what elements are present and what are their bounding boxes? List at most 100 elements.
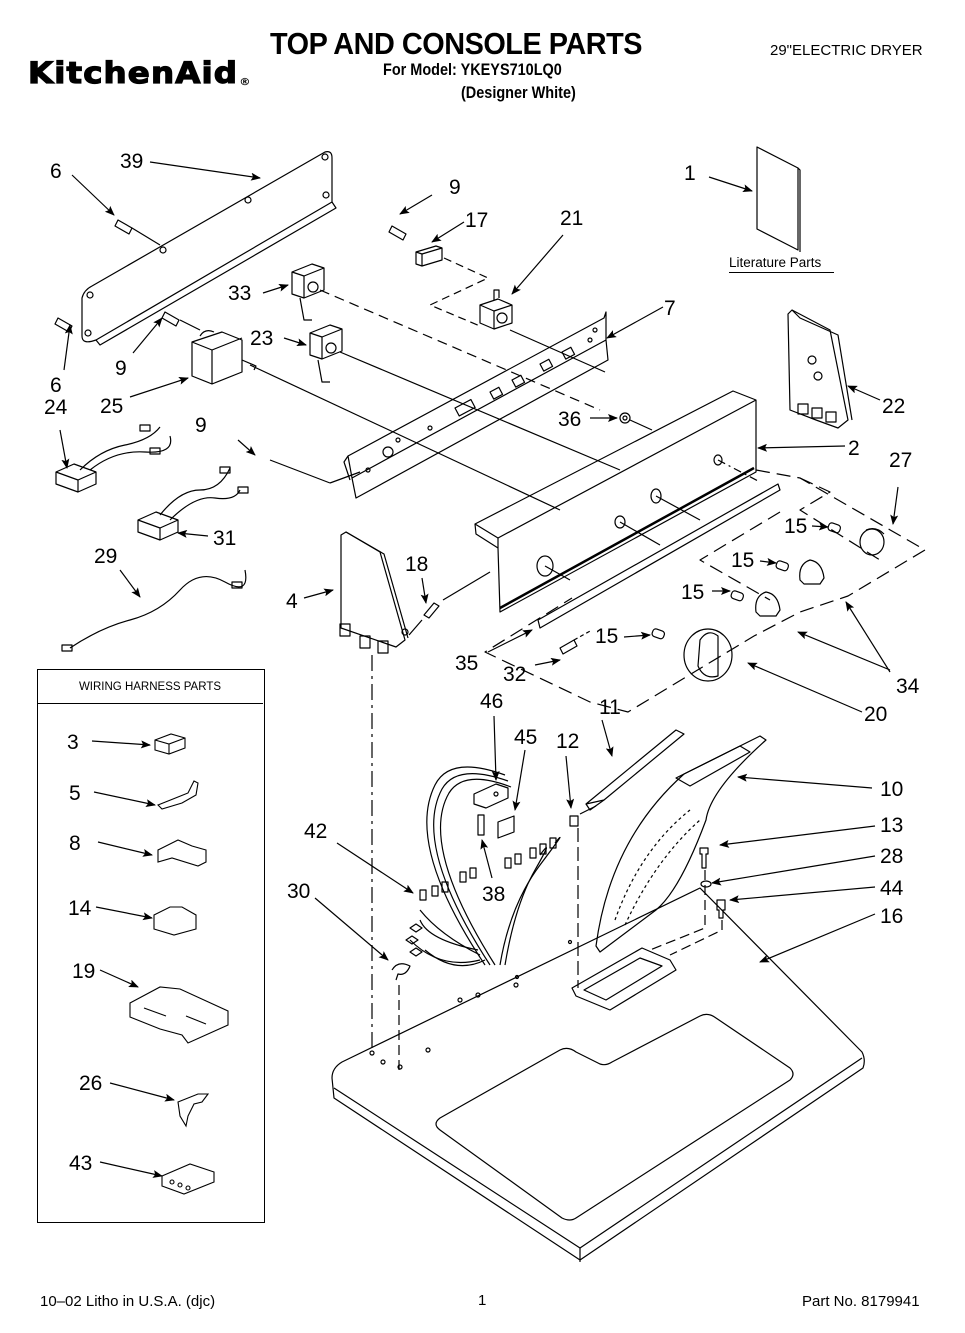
- harness-part-14[interactable]: [153, 906, 197, 936]
- part-36-nut[interactable]: [619, 412, 653, 431]
- part-20-timer-knob[interactable]: [683, 628, 733, 682]
- part-25-timer[interactable]: [191, 330, 257, 385]
- part-15-spring[interactable]: [651, 628, 666, 640]
- harness-part-3[interactable]: [154, 733, 186, 755]
- product-type: 29"ELECTRIC DRYER: [770, 42, 923, 59]
- part-34-knob[interactable]: [799, 559, 825, 585]
- part-9-screw[interactable]: [388, 225, 407, 241]
- harness-part-26[interactable]: [177, 1093, 210, 1128]
- callout-29: 29: [94, 545, 117, 568]
- part-22-end-cap[interactable]: [787, 309, 853, 429]
- callout-39: 39: [120, 150, 143, 173]
- part-18-screw[interactable]: [408, 602, 440, 636]
- callout-33: 33: [228, 282, 251, 305]
- callout-23: 23: [250, 327, 273, 350]
- part-number: Part No. 8179941: [802, 1293, 920, 1310]
- callout-44: 44: [880, 877, 904, 900]
- callout-34: 34: [896, 675, 920, 698]
- harness-callout-3: 3: [67, 731, 79, 754]
- callout-25: 25: [100, 395, 123, 418]
- wiring-harness-box: [37, 669, 265, 1223]
- part-7-console-frame[interactable]: [343, 311, 609, 499]
- callout-32: 32: [503, 663, 526, 686]
- brand-name: KitchenAid: [27, 55, 239, 90]
- literature-parts-label: Literature Parts: [729, 255, 822, 270]
- part-21-switch[interactable]: [479, 289, 513, 330]
- part-32-screw[interactable]: [559, 629, 593, 655]
- callout-15: 15: [681, 581, 704, 604]
- litho-info: 10–02 Litho in U.S.A. (djc): [40, 1293, 216, 1310]
- callout-17: 17: [465, 209, 488, 232]
- callout-21: 21: [560, 207, 583, 230]
- part-46-block[interactable]: [473, 783, 509, 809]
- harness-part-8[interactable]: [157, 839, 207, 867]
- callout-22: 22: [882, 395, 905, 418]
- part-44-plug[interactable]: [716, 899, 726, 919]
- callout-9: 9: [195, 414, 207, 437]
- part-34-knob[interactable]: [755, 591, 781, 617]
- part-35-trim-strip[interactable]: [537, 483, 781, 629]
- page-number: 1: [478, 1292, 487, 1309]
- harness-part-5[interactable]: [157, 780, 199, 810]
- part-12-switch[interactable]: [569, 805, 597, 827]
- part-28-washer[interactable]: [700, 880, 712, 888]
- knob-assembly-group: [484, 469, 926, 713]
- part-15-spring[interactable]: [827, 522, 842, 534]
- part-10-lint-screen[interactable]: [595, 735, 767, 953]
- callout-9: 9: [449, 176, 461, 199]
- part-15-spring[interactable]: [730, 590, 745, 602]
- part-2-console-panel[interactable]: [474, 390, 761, 613]
- part-30-clip[interactable]: [391, 963, 411, 981]
- assembly-line: [442, 571, 491, 601]
- model-variant: (Designer White): [461, 83, 576, 102]
- callout-13: 13: [880, 814, 903, 837]
- harness-callout-19: 19: [72, 960, 95, 983]
- callout-31: 31: [213, 527, 236, 550]
- callout-45: 45: [514, 726, 537, 749]
- callout-28: 28: [880, 845, 903, 868]
- part-13-screw[interactable]: [699, 847, 709, 869]
- callout-16: 16: [880, 905, 903, 928]
- part-15-spring[interactable]: [775, 560, 790, 572]
- part-17-block[interactable]: [415, 245, 443, 267]
- part-29-wire[interactable]: [61, 569, 247, 652]
- callout-15: 15: [784, 515, 807, 538]
- harness-part-19[interactable]: [129, 986, 229, 1044]
- callout-6: 6: [50, 374, 62, 397]
- part-38-screw[interactable]: [477, 814, 485, 836]
- literature-underline: [729, 272, 834, 273]
- part-45-clip[interactable]: [497, 815, 515, 839]
- part-33-switch[interactable]: [291, 263, 325, 321]
- harness-callout-14: 14: [68, 897, 92, 920]
- callout-35: 35: [455, 652, 478, 675]
- callout-18: 18: [405, 553, 428, 576]
- harness-part-43[interactable]: [161, 1163, 215, 1195]
- callout-27: 27: [889, 449, 912, 472]
- part-9-screw[interactable]: [161, 311, 201, 331]
- harness-parts: [129, 733, 229, 1195]
- part-6-screw[interactable]: [114, 219, 161, 246]
- part-42-main-harness[interactable]: [405, 766, 561, 967]
- part-11-cover[interactable]: [585, 729, 685, 811]
- part-24-harness[interactable]: [55, 424, 172, 493]
- harness-callout-8: 8: [69, 832, 81, 855]
- part-39-rear-bracket[interactable]: [81, 151, 337, 346]
- callout-10: 10: [880, 778, 903, 801]
- lint-housing[interactable]: [571, 947, 677, 1011]
- part-27-knob[interactable]: [859, 528, 885, 556]
- callout-36: 36: [558, 408, 581, 431]
- registered-mark: ®: [239, 77, 252, 88]
- callout-24: 24: [44, 396, 68, 419]
- harness-callout-43: 43: [69, 1152, 92, 1175]
- page-title: TOP AND CONSOLE PARTS: [270, 26, 643, 61]
- callout-arrows: [59, 161, 899, 1178]
- callout-2: 2: [848, 437, 860, 460]
- callout-12: 12: [556, 730, 579, 753]
- part-23-switch[interactable]: [309, 324, 343, 383]
- part-16-dryer-top[interactable]: [331, 887, 865, 1262]
- part-4-end-cap[interactable]: [339, 531, 409, 654]
- part-1-literature[interactable]: [756, 146, 801, 252]
- callout-1: 1: [684, 162, 696, 185]
- model-number: For Model: YKEYS710LQ0: [383, 60, 562, 79]
